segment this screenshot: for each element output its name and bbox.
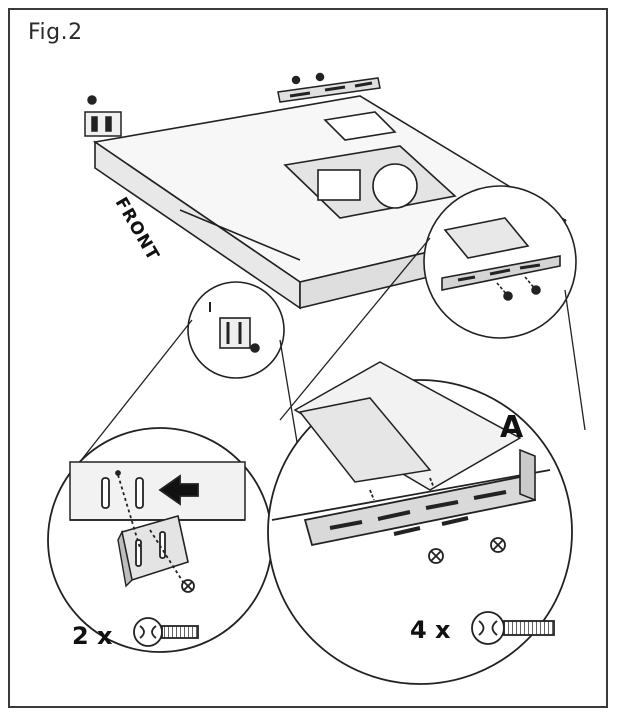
projection-lines	[74, 237, 586, 469]
detail-circle-left-large	[47, 427, 273, 653]
figure-label: Fig.2	[28, 20, 83, 45]
small-screw-quantity: 2 x	[72, 622, 113, 650]
unit-edge-line	[179, 209, 301, 261]
unit-motor-block	[317, 169, 361, 201]
small-screw-icon	[181, 579, 195, 593]
top-long-bracket	[277, 72, 381, 103]
rail-screw-2	[490, 537, 506, 553]
small-screw-qty-icon	[133, 617, 199, 647]
unit-round-vent	[372, 163, 418, 209]
direction-arrow-icon	[158, 474, 199, 506]
top-left-bracket	[84, 95, 122, 137]
large-screw-icon	[471, 611, 555, 645]
detail-circle-right-small	[423, 185, 577, 339]
unit-top-square	[323, 111, 397, 141]
rail-screw-1	[428, 548, 444, 564]
small-screw-dot	[87, 95, 97, 105]
part-label-a: A	[500, 410, 524, 445]
large-screw-quantity: 4 x	[410, 616, 451, 644]
detail-circle-left-small	[187, 281, 285, 379]
detail-circle-right-large	[267, 361, 573, 685]
